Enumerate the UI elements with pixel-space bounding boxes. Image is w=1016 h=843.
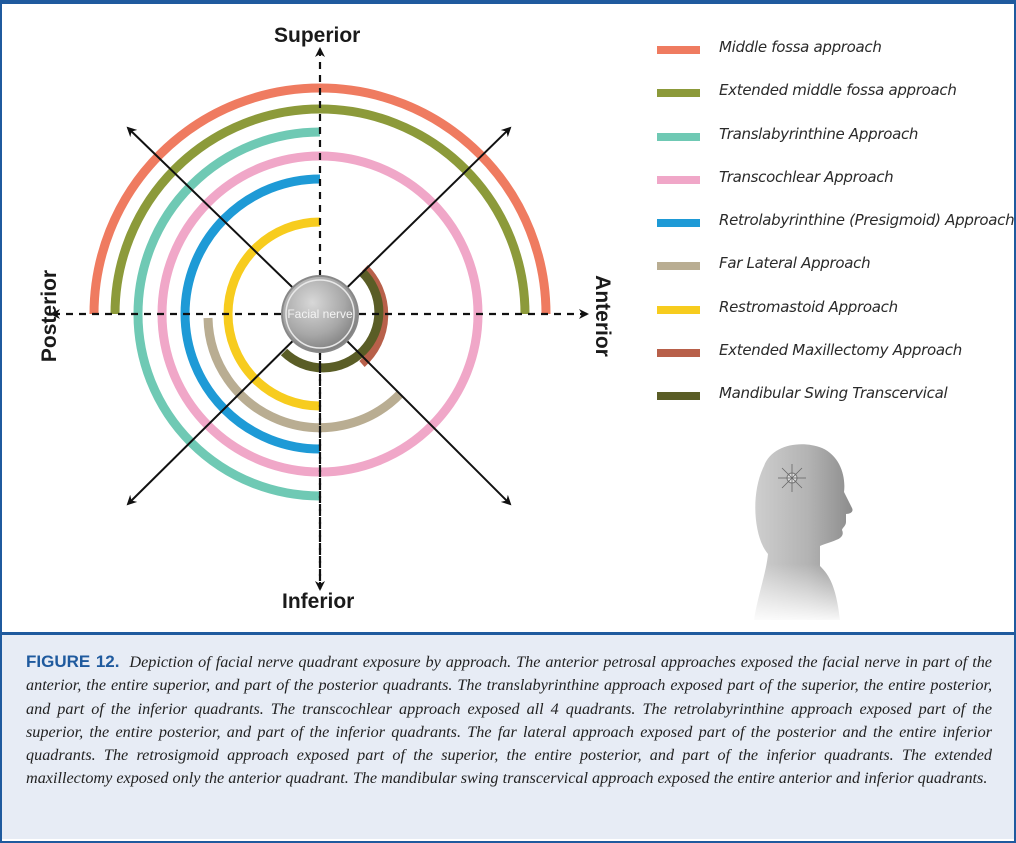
legend-label: Restromastoid Approach xyxy=(719,297,898,316)
caption-label: FIGURE 12. xyxy=(26,652,120,671)
legend-swatch xyxy=(657,305,700,314)
caption-divider xyxy=(0,632,1016,635)
legend-item: Far Lateral Approach xyxy=(657,250,1016,293)
legend-label: Translabyrinthine Approach xyxy=(719,124,919,143)
legend-label: Mandibular Swing Transcervical xyxy=(719,384,948,403)
label-posterior: Posterior xyxy=(38,269,61,363)
facial-nerve-label: Facial nerve xyxy=(287,307,353,321)
diag-upper-right xyxy=(319,126,512,315)
arc-extended-middle-fossa xyxy=(110,104,530,315)
legend-item: Translabyrinthine Approach xyxy=(657,121,1016,164)
legend-label: Middle fossa approach xyxy=(719,38,882,56)
arc-mandibular-swing xyxy=(280,268,384,373)
legend-label: Retrolabyrinthine (Presigmoid) Approach xyxy=(719,211,1015,230)
legend-item: Extended Maxillectomy Approach xyxy=(657,337,1016,380)
label-superior: Superior xyxy=(274,24,361,47)
diag-lower-left xyxy=(126,313,321,506)
legend: Middle fossa approach Extended middle fo… xyxy=(657,34,1016,424)
legend-swatch xyxy=(657,132,700,141)
direction-axes xyxy=(50,47,589,591)
diag-lower-right xyxy=(319,313,512,506)
caption-text: Depiction of facial nerve quadrant expos… xyxy=(26,653,992,788)
diag-upper-left xyxy=(126,126,321,315)
quadrant-diagram: Facial nerve xyxy=(50,47,589,591)
legend-item: Mandibular Swing Transcervical xyxy=(657,380,1016,423)
legend-swatch xyxy=(657,89,700,98)
legend-item: Retrolabyrinthine (Presigmoid) Approach xyxy=(657,207,1016,250)
figure-area: Facial nerve Superior Inferior Posterior… xyxy=(2,4,1016,634)
legend-swatch xyxy=(657,175,700,184)
facial-nerve-node: Facial nerve xyxy=(281,275,359,353)
arc-translabyrinthine xyxy=(133,127,321,501)
label-inferior: Inferior xyxy=(282,590,355,613)
legend-swatch xyxy=(657,46,700,54)
legend-swatch xyxy=(657,262,700,271)
head-icon xyxy=(732,444,872,624)
legend-item: Transcochlear Approach xyxy=(657,164,1016,207)
legend-swatch xyxy=(657,349,700,358)
legend-label: Extended middle fossa approach xyxy=(719,81,957,100)
caption-background xyxy=(2,635,1014,839)
legend-item: Restromastoid Approach xyxy=(657,294,1016,337)
label-anterior: Anterior xyxy=(591,275,614,357)
legend-item: Middle fossa approach xyxy=(657,34,1016,77)
legend-label: Transcochlear Approach xyxy=(719,167,894,186)
legend-label: Extended Maxillectomy Approach xyxy=(719,341,962,360)
legend-item: Extended middle fossa approach xyxy=(657,77,1016,120)
figure-caption: FIGURE 12. Depiction of facial nerve qua… xyxy=(26,650,992,791)
legend-label: Far Lateral Approach xyxy=(719,254,871,273)
legend-swatch xyxy=(657,392,700,401)
arc-far-lateral xyxy=(203,317,404,433)
legend-swatch xyxy=(657,219,700,228)
arc-extended-maxillectomy xyxy=(359,265,389,367)
